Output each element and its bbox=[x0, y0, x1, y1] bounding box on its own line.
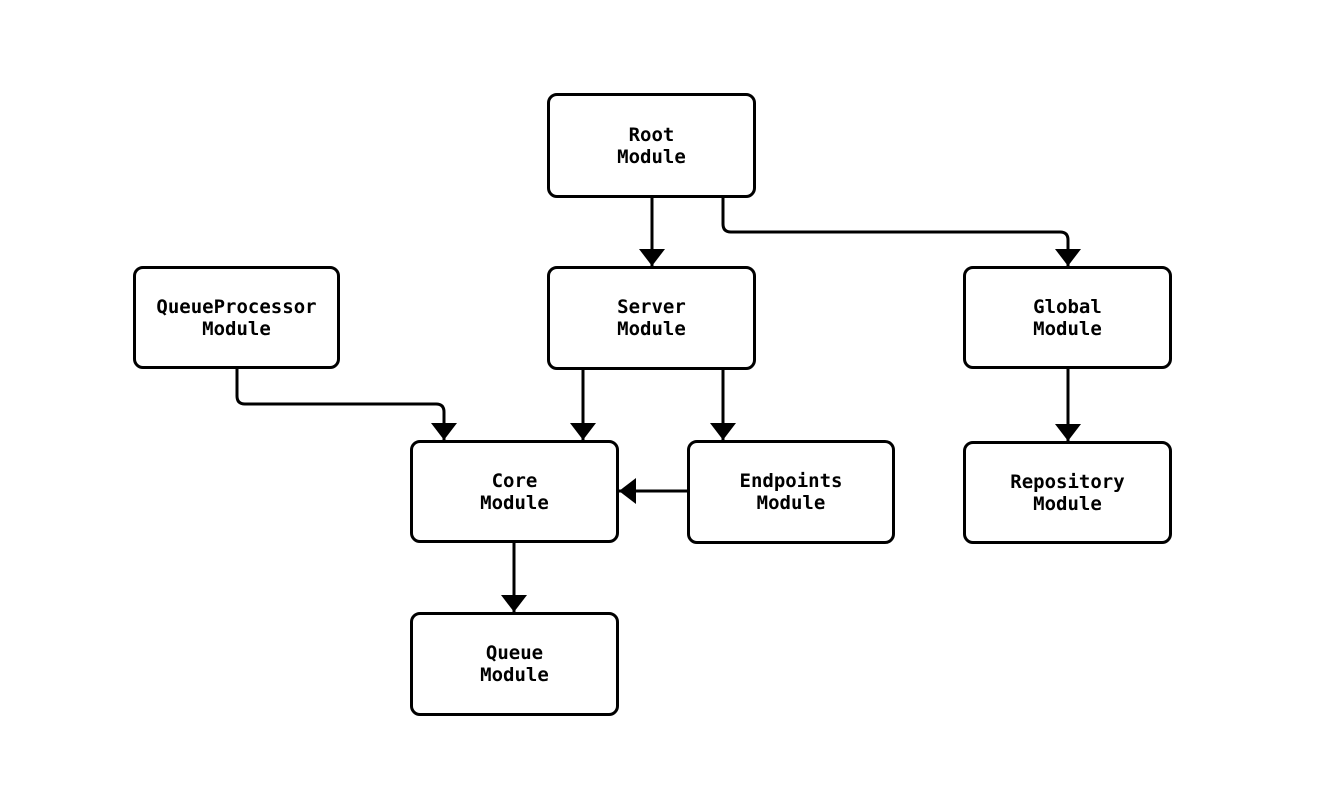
node-label-global: Global Module bbox=[1033, 295, 1102, 340]
node-label-queueprocessor: QueueProcessor Module bbox=[156, 295, 317, 340]
node-repository-module: Repository Module bbox=[963, 441, 1172, 544]
node-core-module: Core Module bbox=[410, 440, 619, 543]
arrowhead-root-to-server bbox=[639, 249, 665, 266]
arrowhead-queueprocessor-to-core bbox=[431, 423, 457, 440]
arrowhead-root-to-global bbox=[1055, 249, 1081, 266]
node-queue-module: Queue Module bbox=[410, 612, 619, 716]
node-label-core: Core Module bbox=[480, 469, 549, 514]
node-label-server: Server Module bbox=[617, 296, 686, 340]
arrowhead-global-to-repository bbox=[1055, 424, 1081, 441]
node-label-repository: Repository Module bbox=[1010, 470, 1125, 515]
arrowhead-server-to-endpoints bbox=[710, 423, 736, 440]
node-server-module: Server Module bbox=[547, 266, 756, 370]
node-label-queue: Queue Module bbox=[480, 642, 549, 686]
node-root-module: Root Module bbox=[547, 93, 756, 198]
node-label-root: Root Module bbox=[617, 123, 686, 168]
edge-root-to-global bbox=[721, 198, 1070, 266]
arrowhead-endpoints-to-core bbox=[619, 478, 636, 504]
node-queueprocessor-module: QueueProcessor Module bbox=[133, 266, 340, 369]
node-label-endpoints: Endpoints Module bbox=[739, 470, 843, 514]
arrowhead-core-to-queue bbox=[501, 595, 527, 612]
arrowhead-server-to-core bbox=[570, 423, 596, 440]
edge-queueprocessor-to-core bbox=[235, 369, 446, 440]
node-global-module: Global Module bbox=[963, 266, 1172, 369]
node-endpoints-module: Endpoints Module bbox=[687, 440, 895, 544]
